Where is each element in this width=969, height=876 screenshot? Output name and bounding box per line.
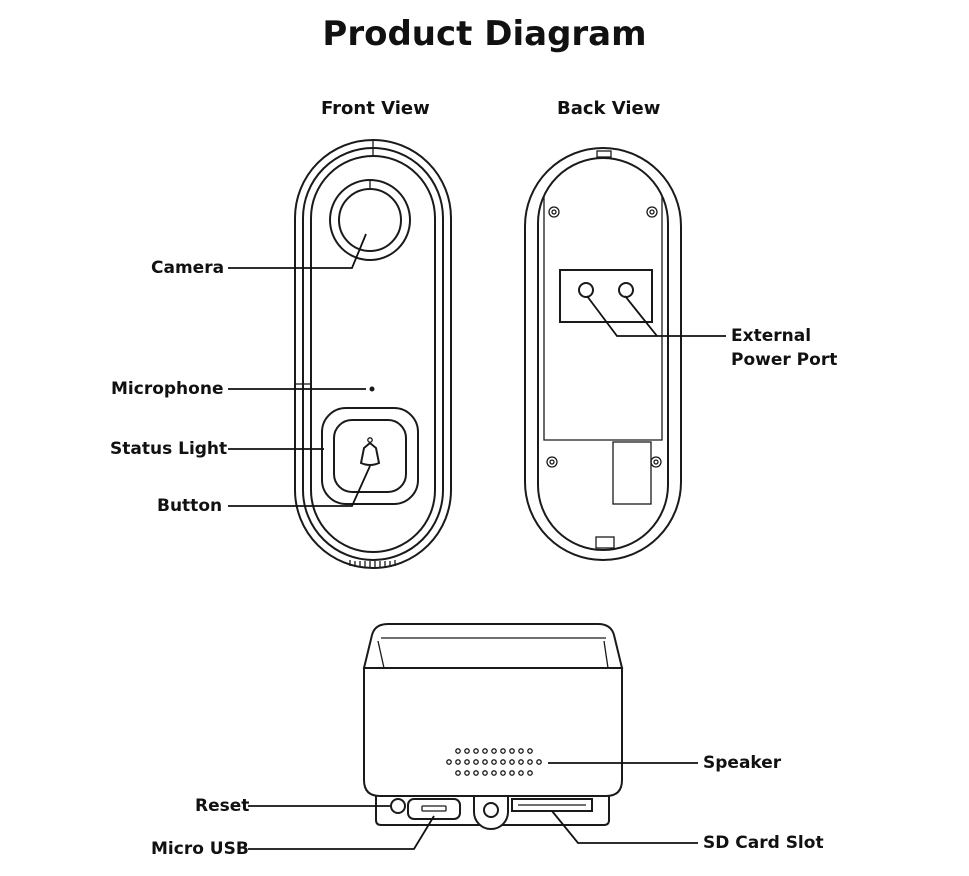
mount-hole [483,802,499,818]
external-power-port-label-line2: Power Port [731,350,838,370]
chime-top [362,623,624,669]
micro-usb-callout-line [248,815,435,850]
bell-icon [359,441,381,466]
camera-callout-line [228,233,367,269]
microphone-label: Microphone [111,379,224,399]
speaker-grille [446,748,542,776]
chime-unit [362,623,624,830]
front-view-doorbell [294,139,452,569]
microphone-hole [369,386,375,392]
micro-usb-port [407,798,461,820]
callout-lines [228,233,726,850]
mount-tab [473,795,509,830]
power-terminal-left [578,282,594,298]
back-connector-cover [612,441,652,505]
front-view-heading: Front View [321,98,430,119]
bell-icon-top [367,437,373,443]
back-view-heading: Back View [557,98,661,119]
status-light-label: Status Light [110,439,228,459]
button-label: Button [157,496,223,516]
button-callout-line [228,465,371,507]
back-outer-body [524,147,682,561]
sd-card-slot-label: SD Card Slot [703,833,824,853]
power-port-housing [559,269,653,323]
chime-body [363,667,623,797]
micro-usb-label: Micro USB [151,839,249,859]
reset-hole [390,798,406,814]
external-power-port-label-line1: External [731,326,812,346]
reset-label: Reset [195,796,250,816]
camera-bezel [329,179,411,261]
front-bottom-grille [349,560,396,567]
power-terminal-right [618,282,634,298]
sd-card-callout-line [551,810,698,844]
back-bottom-clip [595,536,615,549]
speaker-label: Speaker [703,753,782,773]
back-view-doorbell [524,147,682,561]
page-title: Product Diagram [322,14,647,54]
camera-label: Camera [151,258,225,278]
power-port-callout-line-1 [586,295,726,337]
back-inner-rim [537,157,669,551]
power-port-callout-line-2 [624,295,658,337]
status-light-ring [321,407,419,505]
back-top-clip [596,150,612,158]
front-inner-rim [302,147,444,561]
doorbell-button [333,419,407,493]
camera-lens [338,188,402,252]
back-mount-plate [543,196,663,441]
